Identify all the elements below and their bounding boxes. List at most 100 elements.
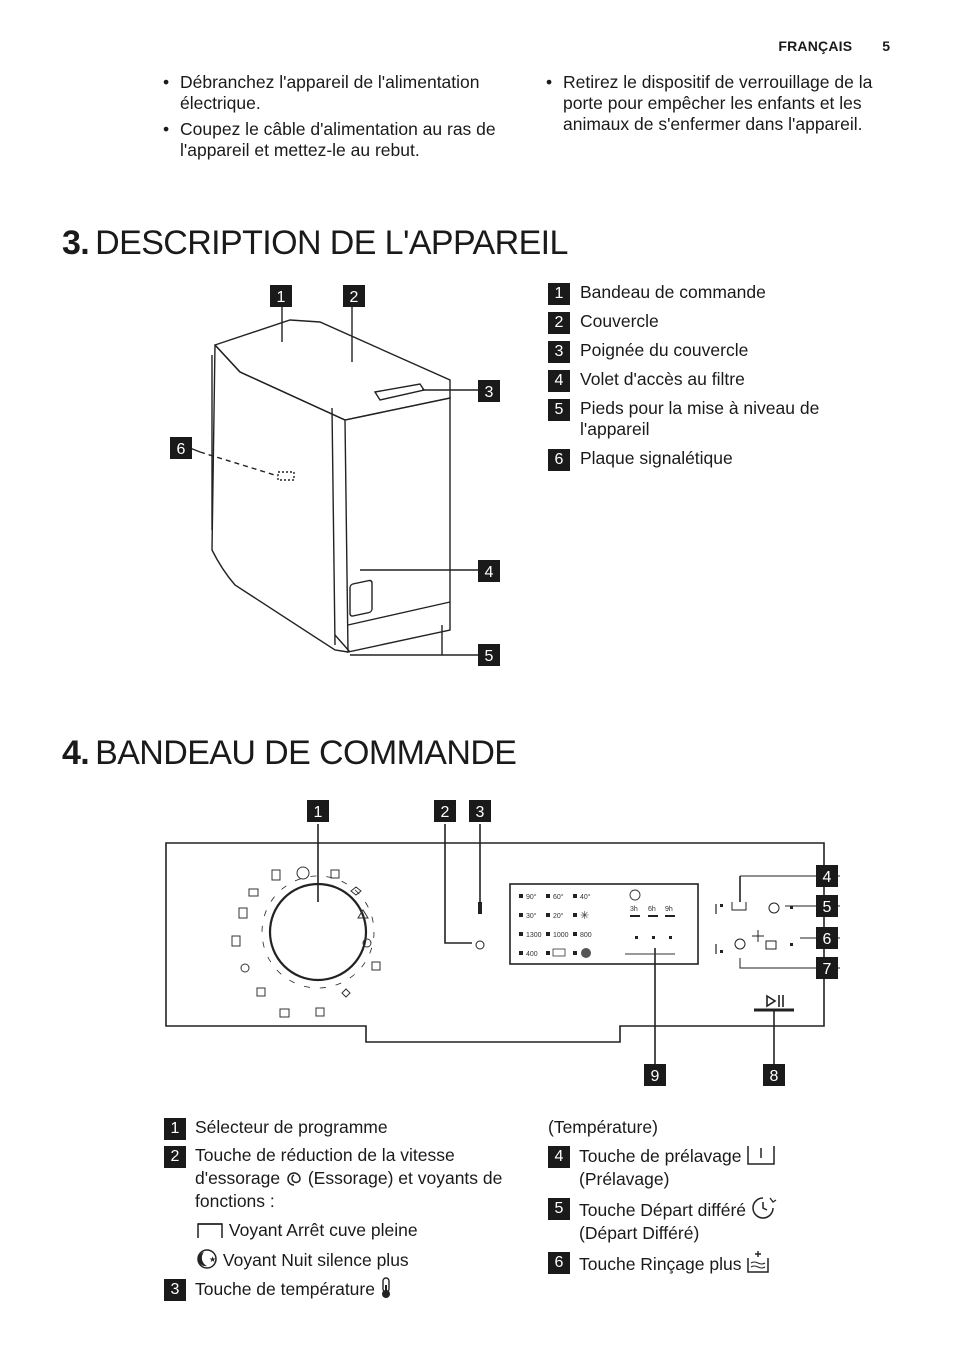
legend-text: Couvercle [580,311,659,331]
page-number: 5 [882,38,890,54]
panel-callout-7 [816,957,838,979]
legend-badge: 3 [548,341,570,363]
display-content: 90° 60° 40° 30° 20° ✳ 1300 1000 800 400 … [519,889,675,958]
indicator-dot [519,913,523,917]
indicator-dot [519,951,523,955]
tank-full-icon [197,1223,223,1238]
legend-badge: 2 [548,312,570,334]
legend-text: Voyant Arrêt cuve pleine [228,1220,418,1240]
legend-badge: 6 [548,449,570,471]
callout-3-label: 3 [485,384,494,401]
legend-text: (Essorage) et voyants de fonctions : [195,1168,503,1211]
panel-callout-9-label: 9 [651,1068,660,1085]
section-4-title: 4.BANDEAU DE COMMANDE [62,734,517,773]
rinse-plus-icon [747,1251,770,1273]
callout-4-label: 4 [485,564,494,581]
legend-badge: 4 [548,370,570,392]
legend-badge: 5 [548,1198,570,1220]
legend-text: Voyant Nuit silence plus [222,1250,409,1270]
display-speed-1000: 1000 [553,932,569,939]
section-title-text: BANDEAU DE COMMANDE [95,734,517,772]
control-legend-left: 1 Sélecteur de programme 2 Touche de réd… [164,1116,509,1306]
legend-badge: 4 [548,1146,570,1168]
display-temp-90: 90° [526,893,537,901]
legend-text: Touche Rinçage plus [579,1254,742,1274]
panel-callout-9 [644,1064,666,1086]
rinse-plus-icon [765,940,777,950]
night-silence-icon [581,948,591,958]
legend-text: Poignée du couvercle [580,340,749,360]
indicator-dot [573,951,577,955]
panel-callout-1-label: 1 [314,804,323,821]
intro-bullets-right: Retirez le dispositif de verrouillage de… [546,72,906,140]
section-number: 4. [62,734,90,772]
legend-continuation: (Température) [548,1117,658,1137]
section-3-title: 3.DESCRIPTION DE L'APPAREIL [62,224,568,263]
panel-callout-2-label: 2 [441,804,450,821]
legend-item: 6 Plaque signalétique [548,448,888,471]
legend-item: 1 Sélecteur de programme [164,1116,509,1140]
header-language: FRANÇAIS [778,38,853,54]
indicator-dot [573,894,577,898]
tank-full-icon [552,948,566,957]
indicator-dot [546,894,550,898]
legend-item: 5 Touche Départ différé (Départ Différé) [548,1196,893,1245]
legend-badge: 3 [164,1279,186,1301]
legend-badge: 6 [548,1252,570,1274]
panel-callout-6-label: 6 [823,931,832,948]
legend-item: 4 Touche de prélavage (Prélavage) [548,1144,893,1191]
indicator-dot [546,913,550,917]
panel-callout-8-label: 8 [770,1068,779,1085]
legend-text: Touche Départ différé [579,1200,747,1220]
indicator-dot [519,894,523,898]
svg-text:★: ★ [209,1255,216,1264]
program-icons [231,866,381,1018]
panel-callout-8 [763,1064,785,1086]
legend-badge: 2 [164,1146,186,1168]
panel-icons [475,902,793,954]
legend-note: (Départ Différé) [579,1223,700,1243]
indicator-dot [546,932,550,936]
legend-item: 3 Poignée du couvercle [548,340,888,363]
legend-item: 6 Touche Rinçage plus [548,1250,893,1276]
display-temp-60: 60° [553,893,564,901]
legend-note: (Prélavage) [579,1169,670,1189]
panel-callout-3 [469,800,491,822]
panel-callout-5-label: 5 [823,899,832,916]
panel-callout-1 [307,800,329,822]
callout-5-label: 5 [485,648,494,665]
display-temp-40: 40° [580,893,591,901]
prewash-icon [747,1146,776,1165]
panel-callout-5 [816,895,838,917]
bullet-item: Débranchez l'appareil de l'alimentation … [163,72,513,114]
plus-icon [752,930,764,942]
legend-badge: 1 [164,1118,186,1140]
indicator-dot [573,913,577,917]
callout-2 [343,285,365,307]
legend-text: Touche de prélavage [579,1146,742,1166]
callout-3 [478,380,500,402]
temperature-icon [478,902,482,914]
prewash-icon [731,902,747,911]
indicator-dot [790,906,793,909]
callout-6 [170,437,192,459]
cold-icon: ✳ [580,910,589,922]
panel-callout-7-label: 7 [823,961,832,978]
legend-item: 2 Couvercle [548,311,888,334]
legend-item: 2 Touche de réduction de la vitesse d'es… [164,1144,509,1213]
legend-text: Touche de réduction de la vitesse d'esso… [195,1145,455,1188]
display-temp-30: 30° [526,912,537,920]
legend-text: Plaque signalétique [580,448,733,468]
figure-callouts: 1 2 3 4 5 6 [170,285,500,666]
display-temp-20: 20° [553,912,564,920]
indicator-dot [790,943,793,946]
panel-callout-3-label: 3 [476,804,485,821]
display-delay-9h: 9h [665,906,673,913]
temperature-icon [381,1277,390,1298]
panel-callout-4-label: 4 [823,869,832,886]
delay-plus-icon [734,938,746,950]
